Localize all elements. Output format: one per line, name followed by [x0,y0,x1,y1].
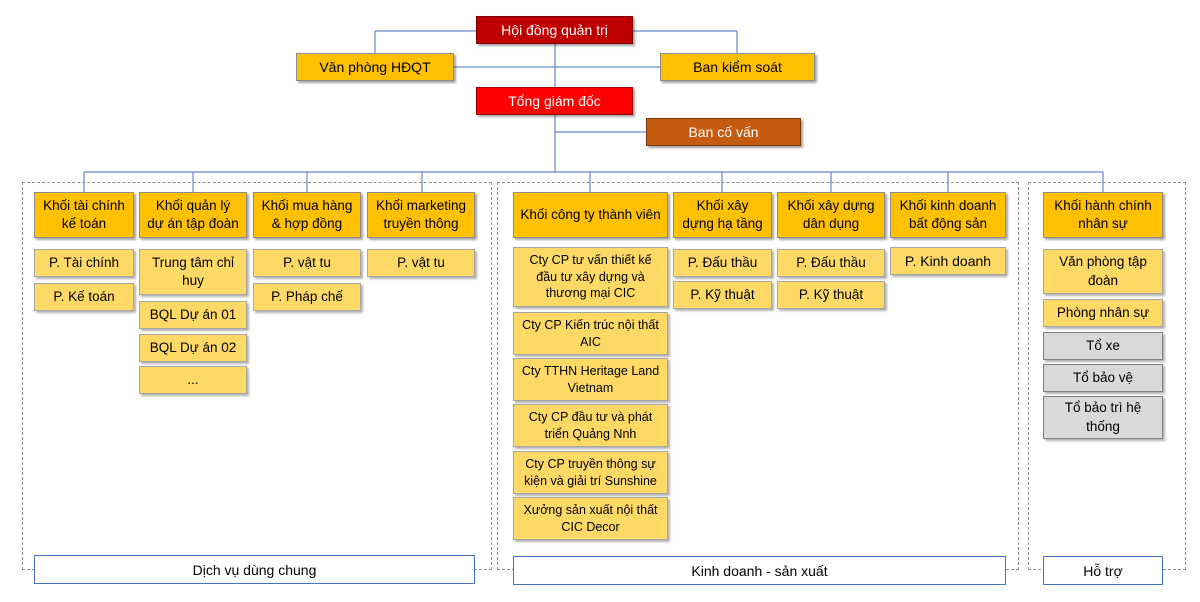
block-civil-construction: Khối xây dựng dân dụng [777,192,885,238]
member-company-heritage-land: Cty TTHN Heritage Land Vietnam [513,358,668,401]
member-company-cic: Cty CP tư vấn thiết kế đầu tư xây dựng v… [513,247,668,307]
block-infrastructure: Khối xây dựng hạ tầng [673,192,772,238]
unit-civil-bidding: P. Đấu thầu [777,249,885,277]
unit-command-center: Trung tâm chỉ huy [139,249,247,295]
unit-project-board-01: BQL Dự án 01 [139,301,247,329]
unit-marketing-materials: P. vật tu [367,249,475,277]
unit-infra-technical: P. Kỹ thuật [673,281,772,309]
block-admin-hr: Khối hành chính nhân sự [1043,192,1163,238]
group-label-support: Hỗ trợ [1043,556,1163,585]
unit-sales-dept: P. Kinh doanh [890,247,1006,275]
unit-security-team: Tổ bảo vệ [1043,364,1163,392]
block-finance: Khối tài chính kế toán [34,192,134,238]
block-marketing: Khối marketing truyền thông [367,192,475,238]
unit-vehicle-team: Tổ xe [1043,332,1163,360]
group-label-business-production: Kinh doanh - sản xuất [513,556,1006,585]
group-label-shared-services: Dịch vụ dùng chung [34,555,475,584]
board-office: Văn phòng HĐQT [296,53,454,81]
unit-hr-dept: Phòng nhân sự [1043,299,1163,327]
member-company-aic: Cty CP Kiến trúc nội thất AIC [513,312,668,355]
member-company-cic-decor: Xưởng sản xuất nội thất CIC Decor [513,497,668,540]
advisory-board: Ban cố vấn [646,118,801,146]
unit-civil-technical: P. Kỹ thuật [777,281,885,309]
unit-group-office: Văn phòng tập đoàn [1043,249,1163,294]
unit-accounting-dept: P. Kế toán [34,283,134,311]
unit-project-more: ... [139,366,247,394]
block-real-estate: Khối kinh doanh bất động sản [890,192,1006,238]
board-of-directors: Hội đồng quản trị [476,16,633,44]
unit-project-board-02: BQL Dự án 02 [139,334,247,362]
member-company-sunshine: Cty CP truyền thông sự kiện và giải trí … [513,451,668,494]
group-frame-shared [22,182,492,570]
member-company-quang-ninh: Cty CP đầu tư và phát triển Quảng Nnh [513,404,668,447]
supervisory-board: Ban kiểm soát [660,53,815,81]
unit-materials-purchasing: P. vật tu [253,249,361,277]
block-project-management: Khối quản lý dự án tập đoàn [139,192,247,238]
unit-infra-bidding: P. Đấu thầu [673,249,772,277]
unit-finance-dept: P. Tài chính [34,249,134,277]
block-purchasing-contracts: Khối mua hàng & hợp đồng [253,192,361,238]
ceo: Tổng giám đốc [476,87,633,115]
block-member-companies: Khối công ty thành viên [513,192,668,238]
unit-maintenance-team: Tổ bảo trì hệ thống [1043,396,1163,439]
unit-legal-dept: P. Pháp chế [253,283,361,311]
